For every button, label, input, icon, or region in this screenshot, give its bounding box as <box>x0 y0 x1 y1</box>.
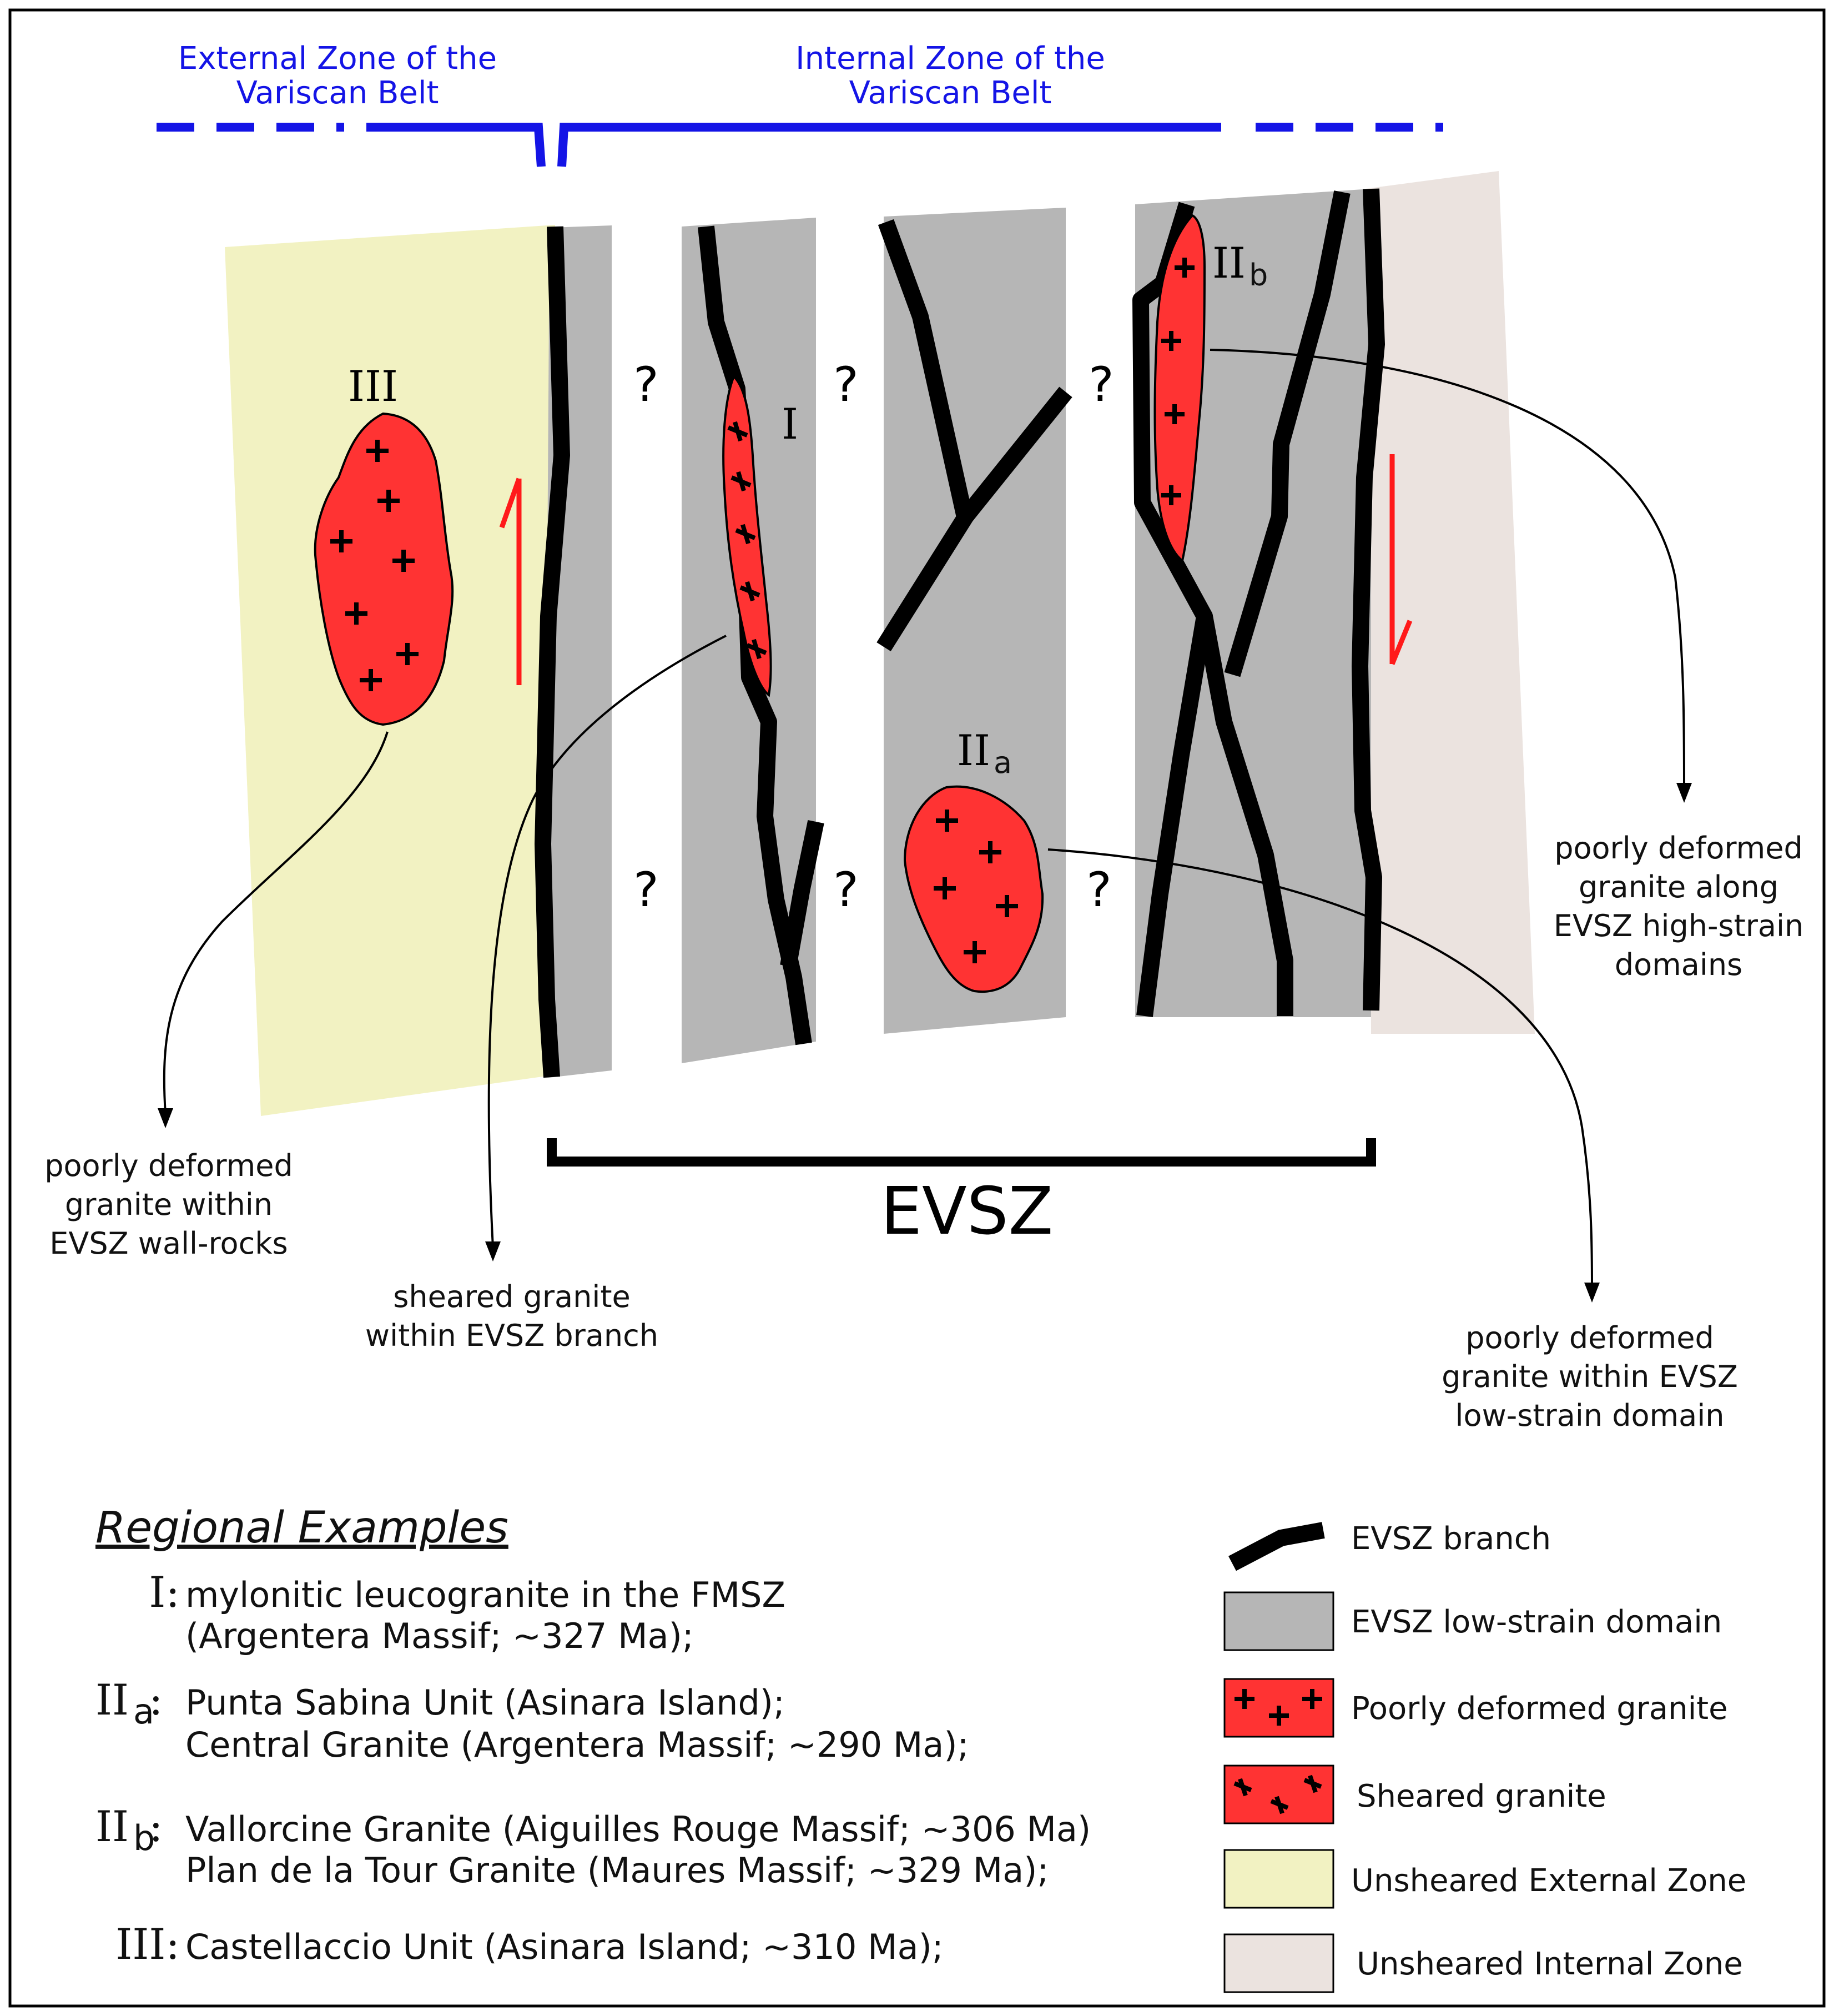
annotation-wall-rocks: poorly deformed granite within EVSZ wall… <box>44 1148 293 1261</box>
dextral-arrow-right <box>1389 454 1413 665</box>
svg-text:mylonitic leucogranite in the: mylonitic leucogranite in the FMSZ <box>185 1575 785 1615</box>
svg-text:Sheared granite: Sheared granite <box>1357 1778 1606 1814</box>
evsz-bracket <box>547 1138 1376 1167</box>
svg-text:I:: I: <box>149 1567 180 1617</box>
svg-text:EVSZ wall-rocks: EVSZ wall-rocks <box>49 1226 288 1261</box>
svg-text:Plan de la Tour Granite (Maure: Plan de la Tour Granite (Maures Massif; … <box>185 1850 1049 1891</box>
legend-branch: EVSZ branch <box>1228 1521 1551 1571</box>
svg-text:II: II <box>95 1675 129 1725</box>
granite-body-iii <box>314 412 454 726</box>
unsheared-internal-zone <box>1366 171 1535 1034</box>
svg-text:Unsheared Internal Zone: Unsheared Internal Zone <box>1357 1946 1743 1982</box>
svg-text:poorly deformed: poorly deformed <box>1465 1320 1714 1355</box>
svg-text:granite within EVSZ: granite within EVSZ <box>1442 1359 1738 1394</box>
granite-iib-crosses <box>1161 258 1195 505</box>
label-iii: III <box>348 361 398 411</box>
internal-zone-label-2: Variscan Belt <box>849 75 1052 111</box>
svg-text::: : <box>149 1675 163 1725</box>
annotation-low-strain: poorly deformed granite within EVSZ low-… <box>1442 1320 1738 1433</box>
label-i: I <box>782 399 798 449</box>
granite-i-sheared-marks <box>727 421 767 660</box>
legend: EVSZ branch EVSZ low-strain domain Poorl… <box>1223 1521 1746 1993</box>
svg-text:Poorly deformed granite: Poorly deformed granite <box>1351 1691 1728 1727</box>
legend-poorly-deformed: Poorly deformed granite <box>1223 1678 1728 1738</box>
internal-zone-bracket <box>557 123 1443 167</box>
label-iia-sub: a <box>994 745 1012 780</box>
annotation-leaders <box>163 349 1685 1289</box>
svg-text:poorly deformed: poorly deformed <box>44 1148 293 1183</box>
evsz-label: EVSZ <box>880 1173 1053 1249</box>
svg-text:Castellaccio Unit (Asinara Isl: Castellaccio Unit (Asinara Island; ~310 … <box>185 1927 944 1967</box>
svg-text:granite within: granite within <box>65 1187 273 1222</box>
svg-text:domains: domains <box>1615 947 1742 982</box>
svg-text:granite along: granite along <box>1579 869 1778 904</box>
svg-text:Unsheared External Zone: Unsheared External Zone <box>1351 1863 1746 1899</box>
external-zone-bracket <box>157 123 546 167</box>
svg-text:sheared granite: sheared granite <box>393 1279 631 1314</box>
label-iib-main: II <box>1212 238 1246 288</box>
granite-body-iib <box>1153 214 1206 563</box>
label-iib-sub: b <box>1249 258 1268 293</box>
svg-text:EVSZ high-strain: EVSZ high-strain <box>1554 908 1804 943</box>
annotation-high-strain: poorly deformed granite along EVSZ high-… <box>1554 831 1804 982</box>
external-zone-label-1: External Zone of the <box>178 41 497 77</box>
internal-zone-label-1: Internal Zone of the <box>795 41 1105 77</box>
granite-iii-crosses <box>330 440 419 691</box>
regional-examples-title: Regional Examples <box>95 1503 508 1553</box>
svg-text:within EVSZ branch: within EVSZ branch <box>365 1318 658 1353</box>
svg-text:EVSZ branch: EVSZ branch <box>1351 1521 1551 1557</box>
legend-unsheared-external: Unsheared External Zone <box>1223 1849 1746 1909</box>
legend-sheared: Sheared granite <box>1223 1764 1606 1824</box>
question-mark-3: ? <box>1089 357 1114 413</box>
svg-text:low-strain domain: low-strain domain <box>1455 1398 1725 1433</box>
question-mark-4: ? <box>633 862 659 918</box>
example-i: I: mylonitic leucogranite in the FMSZ (A… <box>149 1567 785 1656</box>
granite-iia-crosses <box>934 810 1018 963</box>
external-zone-label-2: Variscan Belt <box>236 75 439 111</box>
example-iia: II a : Punta Sabina Unit (Asinara Island… <box>95 1675 969 1765</box>
svg-text:II: II <box>95 1802 129 1851</box>
label-iia-main: II <box>957 726 990 775</box>
question-mark-5: ? <box>833 862 859 918</box>
example-iib: II b : Vallorcine Granite (Aiguilles Rou… <box>95 1802 1091 1891</box>
sinistral-arrow-left <box>499 477 522 685</box>
annotation-arrowheads <box>158 783 1692 1303</box>
svg-text::: : <box>149 1802 163 1851</box>
question-mark-6: ? <box>1086 862 1112 918</box>
question-mark-2: ? <box>833 357 859 413</box>
svg-text:b: b <box>133 1818 155 1858</box>
svg-text:Punta Sabina Unit (Asinara Isl: Punta Sabina Unit (Asinara Island); <box>185 1682 785 1723</box>
svg-text:EVSZ low-strain domain: EVSZ low-strain domain <box>1351 1604 1722 1640</box>
svg-text:III:: III: <box>115 1919 180 1969</box>
legend-low-strain: EVSZ low-strain domain <box>1223 1591 1722 1651</box>
svg-text:a: a <box>133 1691 154 1732</box>
example-iii: III: Castellaccio Unit (Asinara Island; … <box>115 1919 943 1969</box>
svg-text:poorly deformed: poorly deformed <box>1554 831 1803 866</box>
question-mark-1: ? <box>633 357 659 413</box>
annotation-sheared-branch: sheared granite within EVSZ branch <box>365 1279 658 1353</box>
svg-text:Central Granite (Argentera Mas: Central Granite (Argentera Massif; ~290 … <box>185 1725 969 1765</box>
legend-unsheared-internal: Unsheared Internal Zone <box>1223 1933 1743 1993</box>
svg-text:Vallorcine Granite (Aiguilles: Vallorcine Granite (Aiguilles Rouge Mass… <box>185 1809 1091 1849</box>
svg-text:(Argentera Massif; ~327 Ma);: (Argentera Massif; ~327 Ma); <box>185 1616 694 1656</box>
granite-body-iia <box>903 785 1044 993</box>
evsz-branches <box>535 188 1385 1078</box>
